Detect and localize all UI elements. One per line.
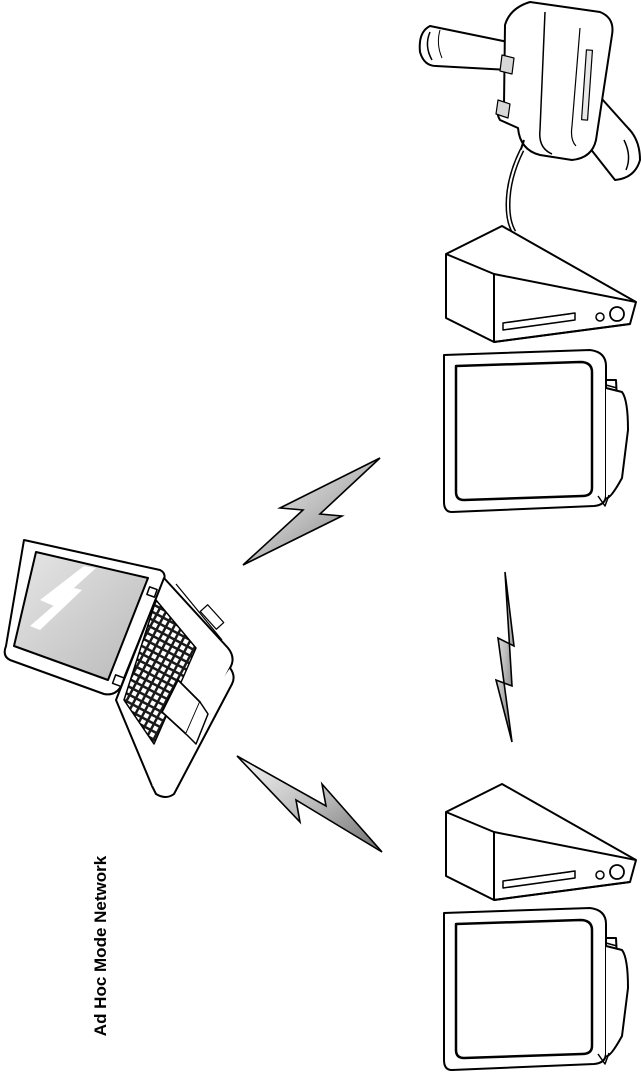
wireless-link-icon xyxy=(243,458,380,565)
wireless-link-icon xyxy=(237,756,382,852)
handheld-scanner-icon xyxy=(420,2,640,180)
wireless-link-icon xyxy=(496,572,514,742)
desktop-computer-icon xyxy=(444,784,636,1070)
laptop-icon xyxy=(5,540,234,797)
diagram-caption: Ad Hoc Mode Network xyxy=(91,856,111,1036)
desktop-computer-icon xyxy=(444,226,636,512)
